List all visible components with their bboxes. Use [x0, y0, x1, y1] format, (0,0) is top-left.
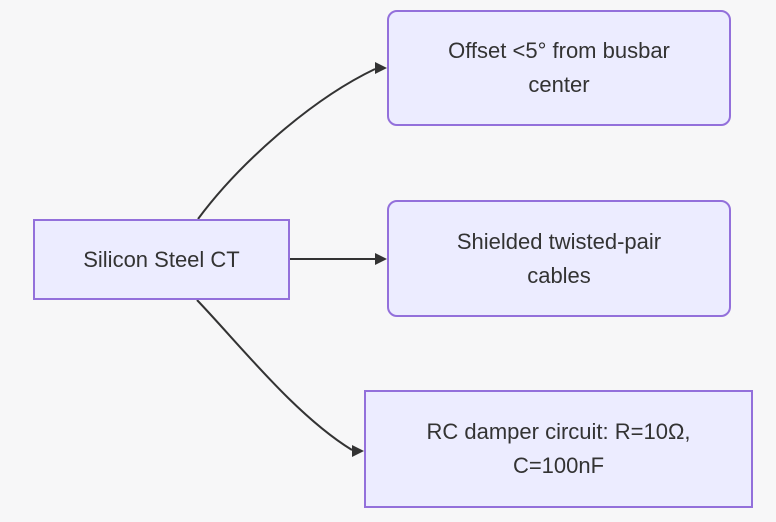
node-label-line: Offset <5° from busbar [448, 38, 670, 63]
edge-root-to-rc [196, 299, 353, 451]
node-label-line: Shielded twisted-pair [456, 228, 662, 254]
node-offset-from-busbar: Offset <5° from busbar center [387, 10, 731, 126]
edge-root-to-offset [197, 68, 376, 220]
node-label-line: Silicon Steel CT [83, 246, 240, 272]
node-silicon-steel-ct: Silicon Steel CT [33, 219, 290, 300]
node-shielded-twisted-pair-cables: Shielded twisted-pair cables [387, 200, 731, 317]
node-label-line: cables [527, 262, 591, 288]
edge-root-to-cables-arrowhead [375, 253, 387, 265]
node-label-line: center [528, 72, 590, 97]
node-rc-damper-circuit: RC damper circuit: R=10Ω, C=100nF [364, 390, 753, 508]
node-label-line: RC damper circuit: R=10Ω, [426, 419, 691, 444]
edge-root-to-offset-arrowhead [375, 62, 387, 74]
node-label-line: C=100nF [512, 453, 605, 478]
edge-root-to-rc-arrowhead [352, 445, 364, 457]
